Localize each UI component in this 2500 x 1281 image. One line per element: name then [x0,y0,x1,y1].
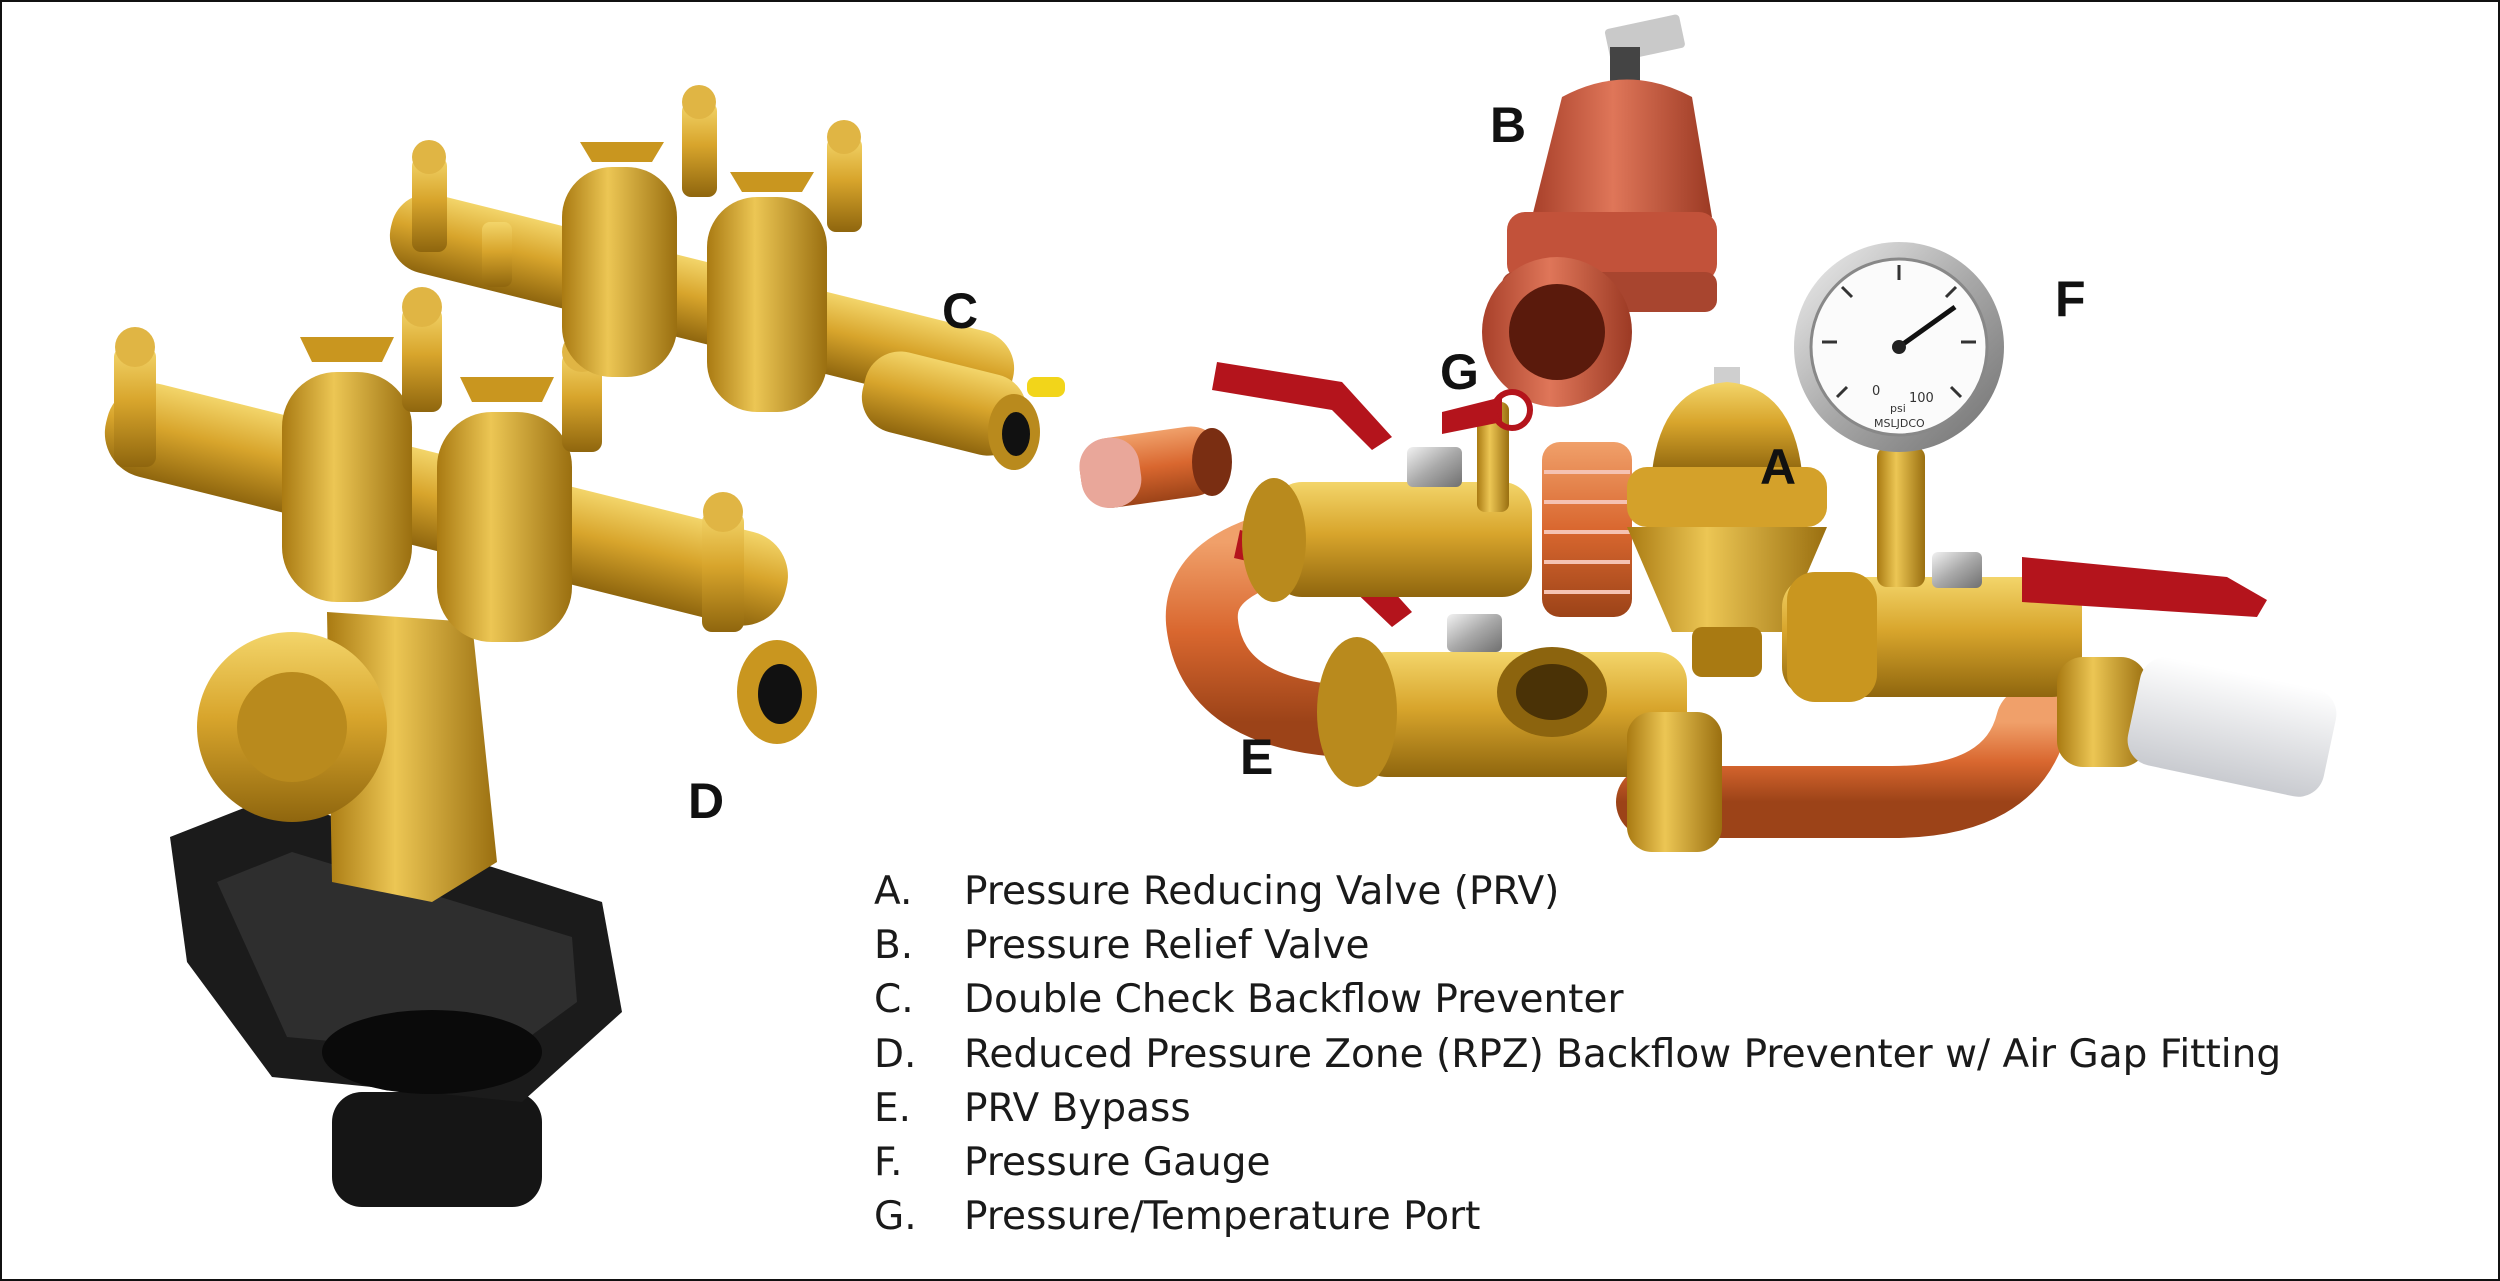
legend-text: Pressure Reducing Valve (PRV) [964,868,1560,914]
callout-c: C [942,283,979,339]
legend-text: PRV Bypass [964,1085,1191,1131]
pressure-relief-valve [1482,14,1717,407]
prv-main-line [1212,362,2337,797]
gauge-tick-100: 100 [1909,391,1934,406]
legend-letter: D. [874,1031,917,1077]
prv-bypass [1165,506,2068,852]
legend-letter: A. [874,868,913,914]
pt-port [1442,389,1533,512]
legend-item: C. Double Check Backflow Preventer [874,973,2281,1027]
legend-letter: F. [874,1140,903,1186]
legend-text: Pressure Relief Valve [964,922,1370,968]
legend-text: Pressure/Temperature Port [964,1194,1481,1240]
callout-g: G [1440,344,1479,400]
callout-e: E [1240,729,1274,785]
legend-item: B. Pressure Relief Valve [874,918,2281,972]
callout-b: B [1490,97,1527,153]
gauge-tick-0: 0 [1872,384,1880,399]
legend-item: G. Pressure/Temperature Port [874,1190,2281,1244]
copper-nipple [1079,426,1232,509]
legend-letter: G. [874,1194,917,1240]
air-gap-funnel [170,797,622,1207]
gauge-unit: psi [1890,402,1906,415]
component-legend: A. Pressure Reducing Valve (PRV) B. Pres… [874,864,2281,1244]
legend-item: E. PRV Bypass [874,1081,2281,1135]
legend-item: A. Pressure Reducing Valve (PRV) [874,864,2281,918]
callout-d: D [688,773,725,829]
legend-text: Reduced Pressure Zone (RPZ) Backflow Pre… [964,1031,2282,1077]
legend-item: F. Pressure Gauge [874,1135,2281,1189]
gauge-brand: MSLJDCO [1874,417,1925,430]
callout-f: F [2055,271,2086,327]
legend-text: Double Check Backflow Preventer [964,977,1624,1023]
double-check-backflow-preventer [389,85,1065,470]
legend-letter: E. [874,1085,912,1131]
pressure-reducing-valve [1627,367,1827,677]
legend-item: D. Reduced Pressure Zone (RPZ) Backflow … [874,1027,2281,1081]
callout-a: A [1760,439,1797,495]
pressure-gauge: 0 100 psi MSLJDCO [1794,242,2004,452]
rpz-backflow-preventer [104,287,817,1207]
legend-letter: B. [874,922,914,968]
legend-text: Pressure Gauge [964,1140,1271,1186]
legend-letter: C. [874,977,914,1023]
